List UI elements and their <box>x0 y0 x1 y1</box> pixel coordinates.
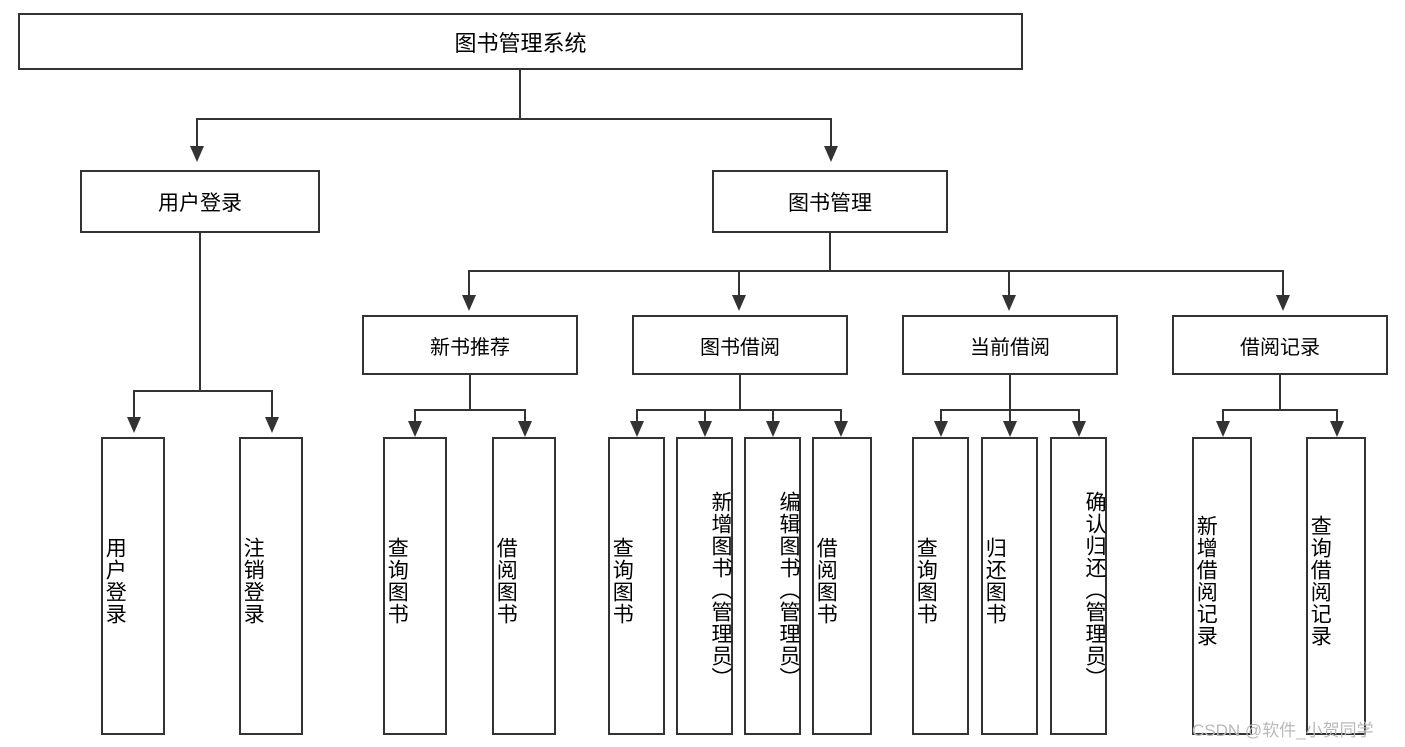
connector-current-borrow-branch-2 <box>1009 409 1011 423</box>
connector-book-borrow-branch-3 <box>772 409 774 423</box>
node-book-borrow[interactable]: 图书借阅 <box>632 315 848 375</box>
leaf-book-borrow-query-book[interactable]: 查询图书 <box>608 437 665 735</box>
node-label: 新增图书（管理员） <box>709 491 732 689</box>
connector-to-current-borrow <box>1008 270 1010 297</box>
leaf-book-borrow-borrow-book[interactable]: 借阅图书 <box>812 437 872 735</box>
leaf-new-book-query-book[interactable]: 查询图书 <box>383 437 447 735</box>
node-label: 图书管理系统 <box>454 30 587 56</box>
connector-user-login-branch-1 <box>133 390 135 419</box>
node-label: 新书推荐 <box>430 336 510 359</box>
connector-to-new-book <box>468 270 470 297</box>
arrow-down-icon <box>1276 295 1290 311</box>
node-label: 归还图书 <box>983 537 1007 625</box>
leaf-borrow-record-query-record[interactable]: 查询借阅记录 <box>1306 437 1366 735</box>
arrow-down-icon <box>265 417 279 433</box>
arrow-down-icon <box>190 146 204 162</box>
connector-current-borrow-branch-1 <box>940 409 942 423</box>
arrow-down-icon <box>1216 421 1230 437</box>
connector-new-book-stem <box>469 375 471 409</box>
connector-root-stem <box>519 70 521 118</box>
node-borrow-record[interactable]: 借阅记录 <box>1172 315 1388 375</box>
connector-user-login-stem <box>199 233 201 390</box>
connector-borrow-record-branch-2 <box>1336 409 1338 423</box>
node-label: 查询图书 <box>914 537 938 625</box>
node-current-borrow[interactable]: 当前借阅 <box>902 315 1118 375</box>
connector-to-book-borrow <box>738 270 740 297</box>
csdn-watermark: CSDN @软件_小贺同学 <box>1192 721 1374 740</box>
leaf-book-borrow-edit-book-admin[interactable]: 编辑图书（管理员） <box>744 437 801 735</box>
connector-to-borrow-record <box>1282 270 1284 297</box>
connector-book-borrow-branch-1 <box>636 409 638 423</box>
leaf-current-borrow-query-book[interactable]: 查询图书 <box>912 437 969 735</box>
connector-new-book-branch-2 <box>524 409 526 423</box>
arrow-down-icon <box>824 146 838 162</box>
arrow-down-icon <box>408 421 422 437</box>
connector-borrow-record-bus <box>1222 409 1338 411</box>
arrow-down-icon <box>518 421 532 437</box>
arrow-down-icon <box>934 421 948 437</box>
node-user-login[interactable]: 用户登录 <box>80 170 320 233</box>
leaf-new-book-borrow-book[interactable]: 借阅图书 <box>492 437 556 735</box>
leaf-current-borrow-return-book[interactable]: 归还图书 <box>981 437 1038 735</box>
arrow-down-icon <box>766 421 780 437</box>
node-label: 注销登录 <box>241 537 265 625</box>
connector-root-bus <box>196 118 832 120</box>
node-label: 用户登录 <box>158 191 242 215</box>
connector-book-manage-bus <box>468 270 1284 272</box>
arrow-down-icon <box>1072 421 1086 437</box>
connector-root-to-user-login <box>196 118 198 148</box>
connector-user-login-bus <box>133 390 273 392</box>
connector-book-borrow-bus <box>636 409 842 411</box>
arrow-down-icon <box>462 295 476 311</box>
node-label: 新增借阅记录 <box>1194 515 1218 647</box>
leaf-user-login-logout[interactable]: 注销登录 <box>239 437 303 735</box>
node-label: 当前借阅 <box>970 336 1050 359</box>
connector-borrow-record-stem <box>1279 375 1281 409</box>
node-label: 图书借阅 <box>700 336 780 359</box>
node-label: 查询图书 <box>610 537 634 625</box>
node-new-book-recommend[interactable]: 新书推荐 <box>362 315 578 375</box>
connector-book-manage-stem <box>829 233 831 270</box>
connector-book-borrow-branch-2 <box>704 409 706 423</box>
node-root-system[interactable]: 图书管理系统 <box>18 13 1023 70</box>
node-label: 借阅图书 <box>494 537 518 625</box>
node-book-management[interactable]: 图书管理 <box>712 170 948 233</box>
node-label: 借阅图书 <box>814 537 838 625</box>
node-label: 查询借阅记录 <box>1308 515 1332 647</box>
leaf-current-borrow-confirm-return-admin[interactable]: 确认归还（管理员） <box>1050 437 1107 735</box>
connector-new-book-branch-1 <box>414 409 416 423</box>
connector-book-borrow-stem <box>739 375 741 409</box>
connector-user-login-branch-2 <box>271 390 273 419</box>
node-label: 用户登录 <box>103 537 127 625</box>
arrow-down-icon <box>1003 421 1017 437</box>
arrow-down-icon <box>834 421 848 437</box>
node-label: 确认归还（管理员） <box>1083 491 1106 689</box>
arrow-down-icon <box>698 421 712 437</box>
connector-current-borrow-branch-3 <box>1078 409 1080 423</box>
arrow-down-icon <box>127 417 141 433</box>
leaf-borrow-record-add-record[interactable]: 新增借阅记录 <box>1192 437 1252 735</box>
connector-current-borrow-stem <box>1009 375 1011 409</box>
connector-root-to-book-manage <box>830 118 832 148</box>
arrow-down-icon <box>630 421 644 437</box>
connector-borrow-record-branch-1 <box>1222 409 1224 423</box>
connector-new-book-bus <box>414 409 526 411</box>
node-label: 查询图书 <box>385 537 409 625</box>
arrow-down-icon <box>1330 421 1344 437</box>
node-label: 编辑图书（管理员） <box>777 491 800 689</box>
node-label: 借阅记录 <box>1240 336 1320 359</box>
leaf-book-borrow-add-book-admin[interactable]: 新增图书（管理员） <box>676 437 733 735</box>
leaf-user-login-login[interactable]: 用户登录 <box>101 437 165 735</box>
arrow-down-icon <box>1002 295 1016 311</box>
node-label: 图书管理 <box>788 191 872 215</box>
arrow-down-icon <box>732 295 746 311</box>
connector-book-borrow-branch-4 <box>840 409 842 423</box>
